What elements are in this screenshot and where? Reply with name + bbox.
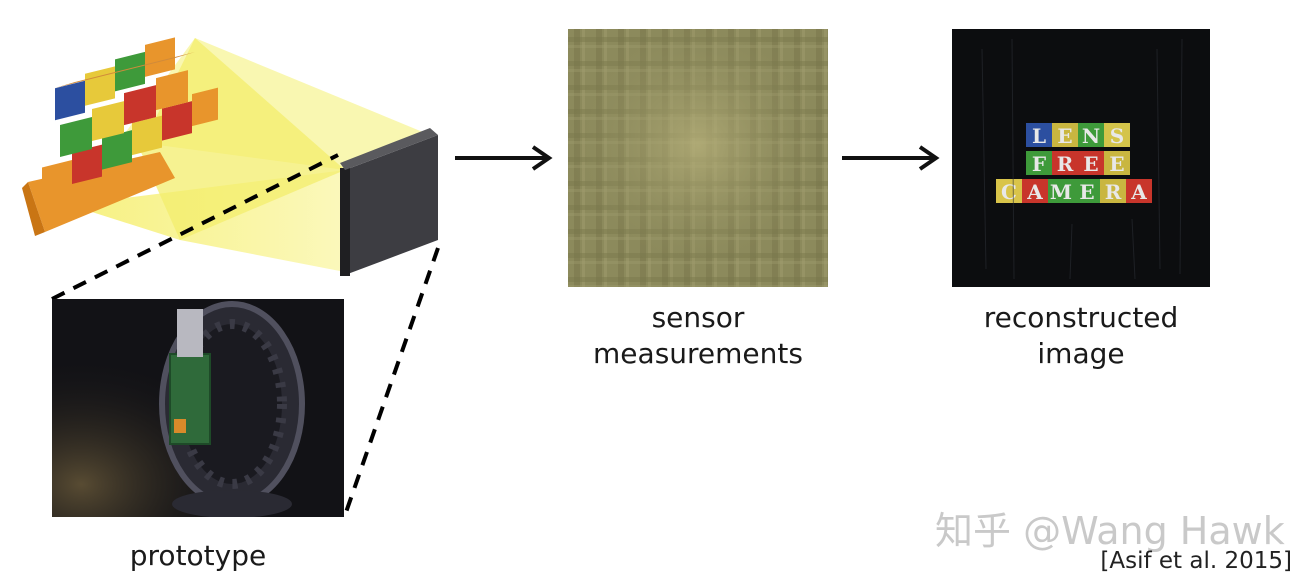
recon-row-lens: L E N S <box>1026 123 1130 148</box>
zoom-line-right <box>342 247 440 519</box>
prototype-caption: prototype <box>52 538 344 574</box>
prototype-photo <box>52 299 344 517</box>
caption-line: measurements <box>593 337 803 370</box>
recon-letter: M <box>1050 180 1072 204</box>
recon-letter: A <box>1130 180 1147 204</box>
recon-letter: R <box>1057 152 1074 176</box>
block-wall <box>42 37 218 200</box>
sensor-measurement-image <box>568 29 828 287</box>
sensor-pattern <box>568 29 828 287</box>
recon-letter: A <box>1026 180 1043 204</box>
block-base-slab <box>28 152 175 232</box>
reconstructed-image: L E N S F R E E C A M E R A <box>952 29 1210 287</box>
recon-letter: L <box>1032 124 1046 148</box>
sensor-box-front <box>345 135 438 275</box>
recon-letter: E <box>1109 152 1124 176</box>
recon-letter: E <box>1079 180 1094 204</box>
recon-row-free: F R E E <box>1026 151 1130 176</box>
sensor-measurements-caption: sensor measurements <box>568 300 828 372</box>
reconstructed-image-caption: reconstructed image <box>940 300 1222 372</box>
recon-letter: C <box>1001 180 1017 204</box>
sensor-box-top <box>340 128 438 170</box>
arrow-right-icon <box>455 145 553 171</box>
recon-letter: R <box>1105 180 1122 204</box>
recon-row-camera: C A M E R A <box>996 179 1152 204</box>
recon-letter: F <box>1032 152 1046 176</box>
caption-line: image <box>1037 337 1125 370</box>
zoom-line-left <box>51 153 339 300</box>
citation-text: [Asif et al. 2015] <box>1100 548 1292 574</box>
zoom-line-right-layer <box>342 247 440 519</box>
recon-letter: E <box>1057 124 1072 148</box>
sensor-box-edge <box>340 168 350 276</box>
watermark-text: 知乎 @Wang Hawk <box>935 509 1285 553</box>
scene-illustration <box>22 37 438 300</box>
recon-letter: E <box>1083 152 1098 176</box>
caption-line: sensor <box>651 301 745 334</box>
light-beam-front <box>140 38 345 240</box>
recon-letter: S <box>1110 124 1124 148</box>
arrow-right-icon <box>842 145 940 171</box>
caption-line: reconstructed <box>983 301 1179 334</box>
recon-letter: N <box>1082 124 1100 148</box>
sensor-board <box>169 353 211 445</box>
caption-line: prototype <box>129 539 267 572</box>
